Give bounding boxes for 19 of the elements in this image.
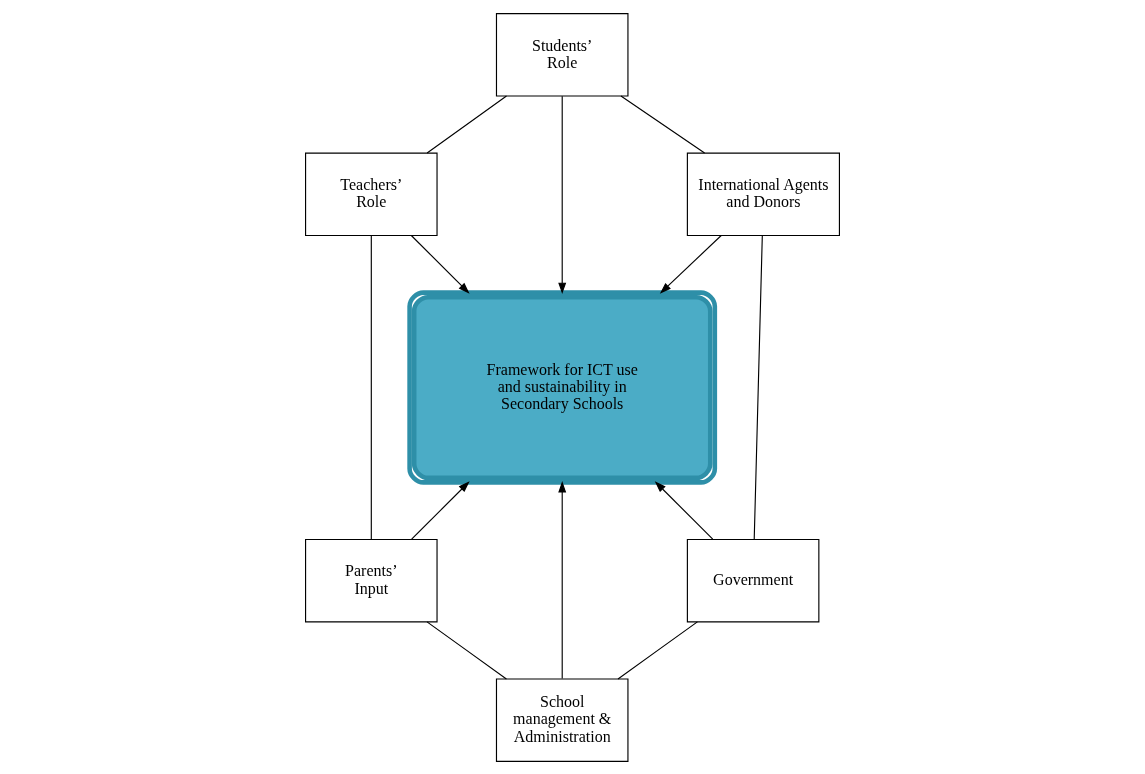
node-box: Teachers’ Role bbox=[305, 152, 438, 236]
node-box: Framework for ICT use and sustainability in Secondary Schools bbox=[407, 289, 718, 485]
connector bbox=[370, 234, 372, 540]
node-box: International Agents and Donors bbox=[686, 152, 840, 236]
connector bbox=[426, 620, 507, 679]
node-box: Students’ Role bbox=[495, 12, 629, 97]
arrow bbox=[411, 480, 470, 540]
connector bbox=[426, 94, 508, 154]
connector bbox=[620, 94, 706, 154]
node-box: Parents’ Input bbox=[305, 538, 438, 622]
arrow bbox=[654, 480, 714, 540]
arrow bbox=[558, 480, 567, 679]
connector bbox=[753, 234, 763, 540]
arrow bbox=[659, 234, 722, 294]
node-box: Government bbox=[686, 538, 820, 622]
connector bbox=[617, 620, 698, 679]
node-box: School management & Administration bbox=[495, 677, 629, 762]
arrow bbox=[558, 95, 567, 294]
arrow bbox=[410, 234, 470, 294]
